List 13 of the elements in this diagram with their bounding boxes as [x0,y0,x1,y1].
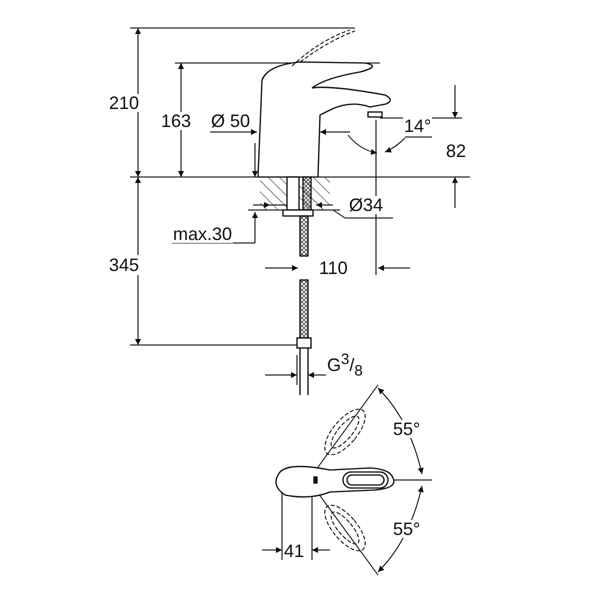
dimension-label: Ø34 [348,196,384,214]
dimension-label: max.30 [172,225,234,243]
dimension-label: Ø 50 [210,112,252,130]
dimension-label: 14° [403,117,432,135]
dimension-label: 110 [318,259,349,277]
dimension-label: 55° [392,520,422,538]
dimension-label: 163 [160,112,192,130]
dimension-label: 55° [392,420,422,438]
dimension-label: 210 [108,94,140,112]
dimension-label: G$^{3}$/$_{8}$ [326,352,364,379]
dimension-label: 82 [445,142,468,160]
dimension-label: 41 [283,542,306,560]
dimension-label: 345 [108,256,140,274]
